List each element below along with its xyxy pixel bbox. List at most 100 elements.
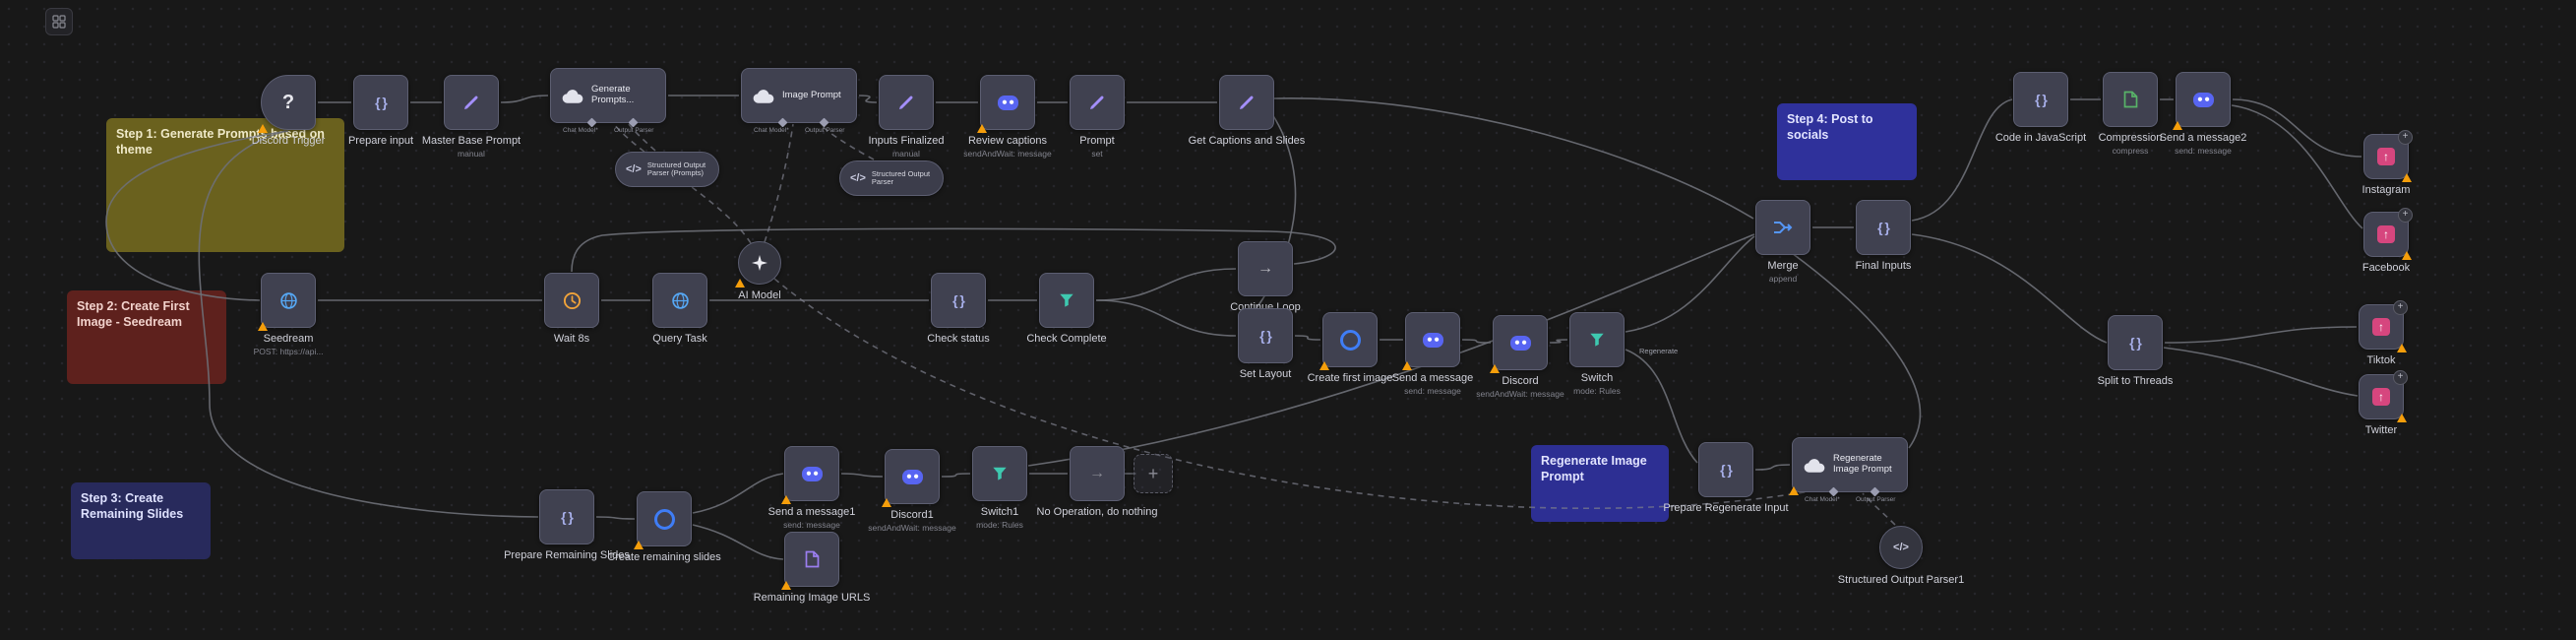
set-layout-node[interactable]: { } — [1238, 308, 1293, 363]
send-a-message-node[interactable] — [1402, 312, 1460, 370]
connection-prepare-remaining-slides-to-create-remaining-slides — [595, 516, 636, 520]
discord-trigger-node[interactable]: ? — [258, 75, 316, 133]
ai-chain-icon — [752, 88, 775, 104]
review-captions-node[interactable] — [977, 75, 1035, 133]
note-step3[interactable]: Step 3: Create Remaining Slides — [71, 482, 211, 559]
node-subtitle: sendAndWait: message — [1476, 388, 1564, 399]
query-task-node[interactable] — [652, 273, 707, 328]
connection-ai-model-to-image-prompt — [764, 123, 794, 243]
final-inputs-node[interactable]: { } — [1856, 200, 1911, 255]
create-remaining-slides-node[interactable] — [634, 491, 692, 549]
prepare-regenerate-input-node[interactable]: { } — [1698, 442, 1753, 497]
output-parser-port[interactable] — [1870, 486, 1880, 497]
get-captions-slides-node[interactable] — [1219, 75, 1274, 130]
discord1-node[interactable] — [882, 449, 940, 507]
chat-model-port[interactable] — [586, 117, 597, 128]
image-gen-icon — [653, 508, 675, 530]
wait-8s-node[interactable] — [544, 273, 599, 328]
send-a-message1-node[interactable] — [781, 446, 839, 504]
connection-parser1-to-regenerate-image-prompt — [1862, 492, 1896, 526]
chat-model-port[interactable] — [1828, 486, 1839, 497]
note-step1[interactable]: Step 1: Generate Prompts based on theme — [106, 118, 344, 252]
upload-post-icon: ↑ — [2377, 148, 2395, 165]
merge-node[interactable] — [1755, 200, 1810, 255]
node-subtitle: manual — [892, 148, 920, 159]
note-step4[interactable]: Step 4: Post to socials — [1777, 103, 1917, 180]
instagram-node[interactable]: ↑+ — [2363, 130, 2413, 182]
ai-model-node[interactable] — [735, 241, 781, 288]
warning-triangle-icon — [882, 498, 891, 507]
warning-triangle-icon — [258, 322, 268, 331]
connection-set-layout-to-create-first-image — [1294, 335, 1321, 341]
switch1-node[interactable] — [972, 446, 1027, 501]
query-task-caption: Query Task — [601, 333, 759, 346]
upload-post-icon: ↑ — [2377, 225, 2395, 243]
output-parser-icon: </> — [850, 172, 866, 184]
parser-main-node[interactable]: </>Structured Output Parser — [839, 160, 944, 196]
continue-loop-node[interactable]: → — [1238, 241, 1293, 296]
note-step3-title: Step 3: Create Remaining Slides — [81, 491, 184, 521]
seedream-node[interactable] — [258, 273, 316, 331]
discord-node-node[interactable] — [1490, 315, 1548, 373]
connection-final-inputs-to-split-to-threads — [1911, 233, 2108, 344]
canvas-menu-button[interactable] — [45, 8, 73, 35]
remaining-image-urls-caption: Remaining Image URLS — [733, 592, 890, 605]
remaining-image-urls-node[interactable] — [781, 532, 839, 590]
add-connection-icon[interactable]: + — [2398, 208, 2413, 223]
twitter-node[interactable]: ↑+ — [2359, 370, 2408, 422]
connection-check-complete-to-continue-loop — [1095, 268, 1237, 301]
note-step2[interactable]: Step 2: Create First Image - Seedream — [67, 290, 226, 384]
node-title: Discord — [1502, 375, 1539, 387]
node-title: Discord1 — [890, 509, 934, 521]
check-complete-node[interactable] — [1039, 273, 1094, 328]
tiktok-caption: Tiktok — [2302, 354, 2460, 367]
output-parser-port[interactable] — [819, 117, 829, 128]
inputs-finalized-node[interactable] — [879, 75, 934, 130]
send-a-message2-node[interactable] — [2173, 72, 2231, 130]
switch-node-node[interactable] — [1569, 312, 1625, 367]
output-parser-port[interactable] — [628, 117, 639, 128]
noop-node[interactable]: → — [1070, 446, 1125, 501]
tiktok-node[interactable]: ↑+ — [2359, 300, 2408, 352]
output-parser-icon: </> — [626, 163, 642, 175]
code-icon: { } — [2035, 92, 2048, 107]
prepare-remaining-slides-caption: Prepare Remaining Slides — [488, 549, 645, 562]
add-connection-icon[interactable]: + — [2398, 130, 2413, 145]
parser-prompts-node[interactable]: </>Structured Output Parser (Prompts) — [615, 152, 719, 187]
parser1-node[interactable]: </> — [1879, 526, 1923, 569]
add-connection-icon[interactable]: + — [2393, 370, 2408, 385]
compression-node[interactable] — [2103, 72, 2158, 127]
code-js-node[interactable]: { } — [2013, 72, 2068, 127]
node-title: Create first image — [1307, 372, 1393, 384]
compression-icon — [2122, 91, 2139, 108]
warning-triangle-icon — [634, 541, 644, 549]
master-base-prompt-node[interactable] — [444, 75, 499, 130]
connection-discord1-to-switch1 — [941, 473, 971, 478]
add-connection-icon[interactable]: + — [2393, 300, 2408, 315]
prepare-remaining-slides-node[interactable]: { } — [539, 489, 594, 544]
split-to-threads-caption: Split to Threads — [2056, 375, 2214, 388]
check-status-node[interactable]: { } — [931, 273, 986, 328]
node-title: Structured Output Parser1 — [1837, 574, 1965, 586]
chat-model-port[interactable] — [777, 117, 788, 128]
warning-triangle-icon — [1319, 361, 1329, 370]
connection-get-captions-slides-to-merge — [1273, 97, 1754, 220]
ai-chain-icon — [561, 88, 584, 104]
prepare-input-caption: Prepare input — [302, 135, 460, 148]
create-first-image-node[interactable] — [1319, 312, 1378, 370]
add-node-node[interactable]: + — [1134, 454, 1173, 493]
split-to-threads-node[interactable]: { } — [2108, 315, 2163, 370]
facebook-node[interactable]: ↑+ — [2363, 208, 2413, 260]
connection-regenerate-image-prompt-to-merge — [1791, 252, 1922, 449]
prepare-input-node[interactable]: { } — [353, 75, 408, 130]
node-subtitle: manual — [458, 148, 485, 159]
prompt-node[interactable] — [1070, 75, 1125, 130]
generate-prompts-node[interactable]: Generate Prompts...Chat Model*Output Par… — [550, 68, 666, 134]
